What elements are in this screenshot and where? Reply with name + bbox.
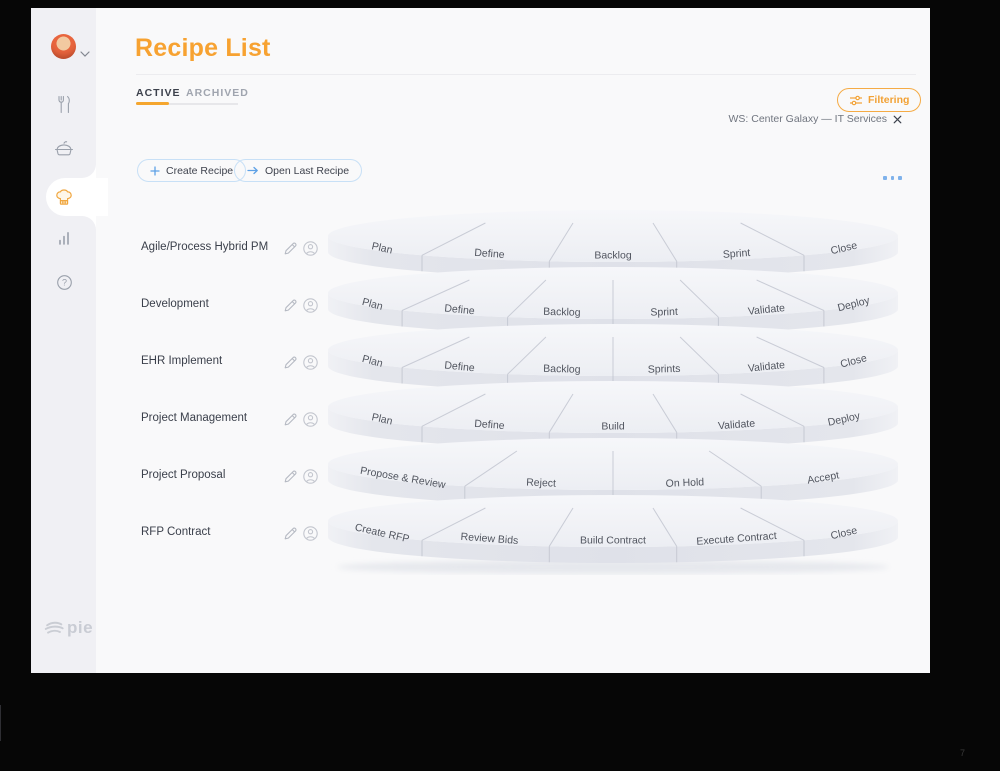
nav-pill-corner-bottom — [82, 216, 96, 230]
stage-label: Accept — [806, 469, 840, 486]
stage-label: Sprints — [648, 363, 681, 376]
tab-underline-active — [136, 102, 169, 105]
tab-archived[interactable]: ARCHIVED — [186, 87, 249, 99]
pie-dish-icon — [54, 140, 74, 155]
stage-label: Build — [601, 421, 625, 433]
recipe-owner-button[interactable] — [302, 354, 319, 371]
sliders-icon — [849, 95, 863, 106]
stage-label: Plan — [371, 411, 394, 427]
logo-swirl-icon — [44, 621, 64, 634]
recipe-owner-button[interactable] — [302, 468, 319, 485]
edit-recipe-button[interactable] — [283, 241, 300, 258]
more-menu[interactable] — [883, 176, 902, 180]
recipe-name: EHR Implement — [141, 355, 223, 367]
stage-label: Backlog — [543, 363, 581, 376]
stage-label: Validate — [718, 418, 756, 433]
main-content: Recipe List Filtering WS: Center Galaxy … — [31, 8, 930, 673]
close-icon[interactable] — [893, 115, 902, 124]
recipe-name: Project Management — [141, 412, 248, 424]
plus-icon — [150, 165, 160, 176]
stage-label: Plan — [361, 296, 385, 313]
utensils-icon — [58, 95, 70, 113]
chevron-down-icon — [80, 44, 90, 62]
stage-label: On Hold — [665, 476, 704, 490]
stage-label: Reject — [526, 477, 556, 490]
recipe-name: RFP Contract — [141, 526, 211, 538]
svg-text:?: ? — [61, 277, 66, 287]
screen-artifact — [0, 705, 1, 741]
sidebar-item-dishes[interactable] — [47, 87, 81, 121]
open-last-recipe-label: Open Last Recipe — [265, 164, 350, 177]
stage-label: Build Contract — [580, 535, 646, 547]
sidebar-item-stats[interactable] — [47, 221, 81, 255]
create-recipe-label: Create Recipe — [166, 164, 234, 177]
stage-label: Validate — [747, 302, 785, 318]
workspace-filter-chip: WS: Center Galaxy — IT Services — [728, 113, 902, 125]
corner-mark: 7 — [960, 748, 966, 758]
sidebar-item-pies[interactable] — [47, 131, 81, 165]
recipe-name: Agile/Process Hybrid PM — [141, 241, 269, 253]
bar-chart-icon — [59, 231, 69, 245]
help-icon: ? — [56, 274, 72, 290]
stage-label: Plan — [361, 353, 385, 370]
chef-hat-icon — [56, 188, 72, 205]
open-last-recipe-button[interactable]: Open Last Recipe — [234, 159, 363, 182]
stage-label: Sprint — [722, 247, 750, 261]
workspace-filter-label: WS: Center Galaxy — IT Services — [728, 113, 887, 125]
stage-label: Backlog — [594, 250, 632, 262]
app-window: Recipe List Filtering WS: Center Galaxy … — [31, 8, 930, 673]
pie-logo: pie — [43, 618, 93, 638]
stage-label: Plan — [371, 240, 394, 256]
recipe-owner-button[interactable] — [302, 240, 319, 257]
stage-label: Execute Contract — [696, 530, 777, 548]
edit-recipe-button[interactable] — [283, 526, 300, 543]
recipe-owner-button[interactable] — [302, 297, 319, 314]
stage-label: Review Bids — [460, 531, 519, 547]
edit-recipe-button[interactable] — [283, 355, 300, 372]
recipe-owner-button[interactable] — [302, 525, 319, 542]
arrow-right-icon — [247, 166, 259, 175]
filtering-button[interactable]: Filtering — [837, 88, 922, 112]
stage-label: Validate — [747, 359, 785, 375]
page-title: Recipe List — [135, 34, 271, 62]
recipe-name: Project Proposal — [141, 469, 226, 481]
tab-underline — [136, 103, 238, 105]
header-divider — [136, 74, 916, 75]
edit-recipe-button[interactable] — [283, 469, 300, 486]
stage-label: Define — [474, 247, 505, 261]
filtering-label: Filtering — [868, 94, 910, 106]
user-menu[interactable] — [51, 34, 91, 59]
sidebar-item-help[interactable]: ? — [47, 265, 81, 299]
stage-label: Define — [474, 418, 505, 432]
stage-label: Backlog — [543, 306, 581, 319]
stage-label: Define — [444, 302, 476, 317]
logo-text: pie — [67, 618, 94, 637]
recipe-disc[interactable]: Plan Define Backlog Sprint Close — [326, 206, 900, 290]
stage-label: Sprint — [650, 306, 678, 319]
stage-label: Define — [444, 359, 476, 374]
edit-recipe-button[interactable] — [283, 298, 300, 315]
sidebar-item-recipes[interactable] — [47, 180, 81, 214]
recipe-owner-button[interactable] — [302, 411, 319, 428]
tab-active[interactable]: ACTIVE — [136, 87, 181, 99]
active-nav-pill — [46, 178, 108, 216]
recipe-name: Development — [141, 298, 209, 310]
stage-label: Close — [829, 525, 858, 543]
nav-pill-corner-top — [82, 164, 96, 178]
edit-recipe-button[interactable] — [283, 412, 300, 429]
sidebar: ? pie — [31, 8, 108, 673]
avatar[interactable] — [51, 34, 76, 59]
stage-label: Close — [829, 240, 858, 258]
